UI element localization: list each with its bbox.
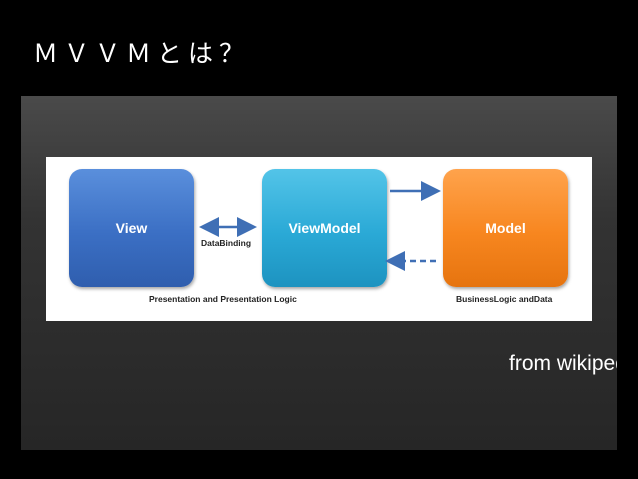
business-label: BusinessLogic andData: [456, 294, 553, 304]
presentation-label: Presentation and Presentation Logic: [149, 294, 297, 304]
slide-title: ＭＶＶＭとは？: [33, 39, 251, 68]
content-panel: View ViewModel Model DataBinding Present…: [21, 96, 617, 450]
viewmodel-box: ViewModel: [262, 169, 387, 287]
databinding-label: DataBinding: [201, 238, 252, 248]
arrows: [199, 181, 441, 271]
source-credit: from wikipedia: [509, 352, 617, 375]
view-box: View: [69, 169, 194, 287]
model-box: Model: [443, 169, 568, 287]
mvvm-diagram: View ViewModel Model DataBinding Present…: [46, 157, 592, 321]
